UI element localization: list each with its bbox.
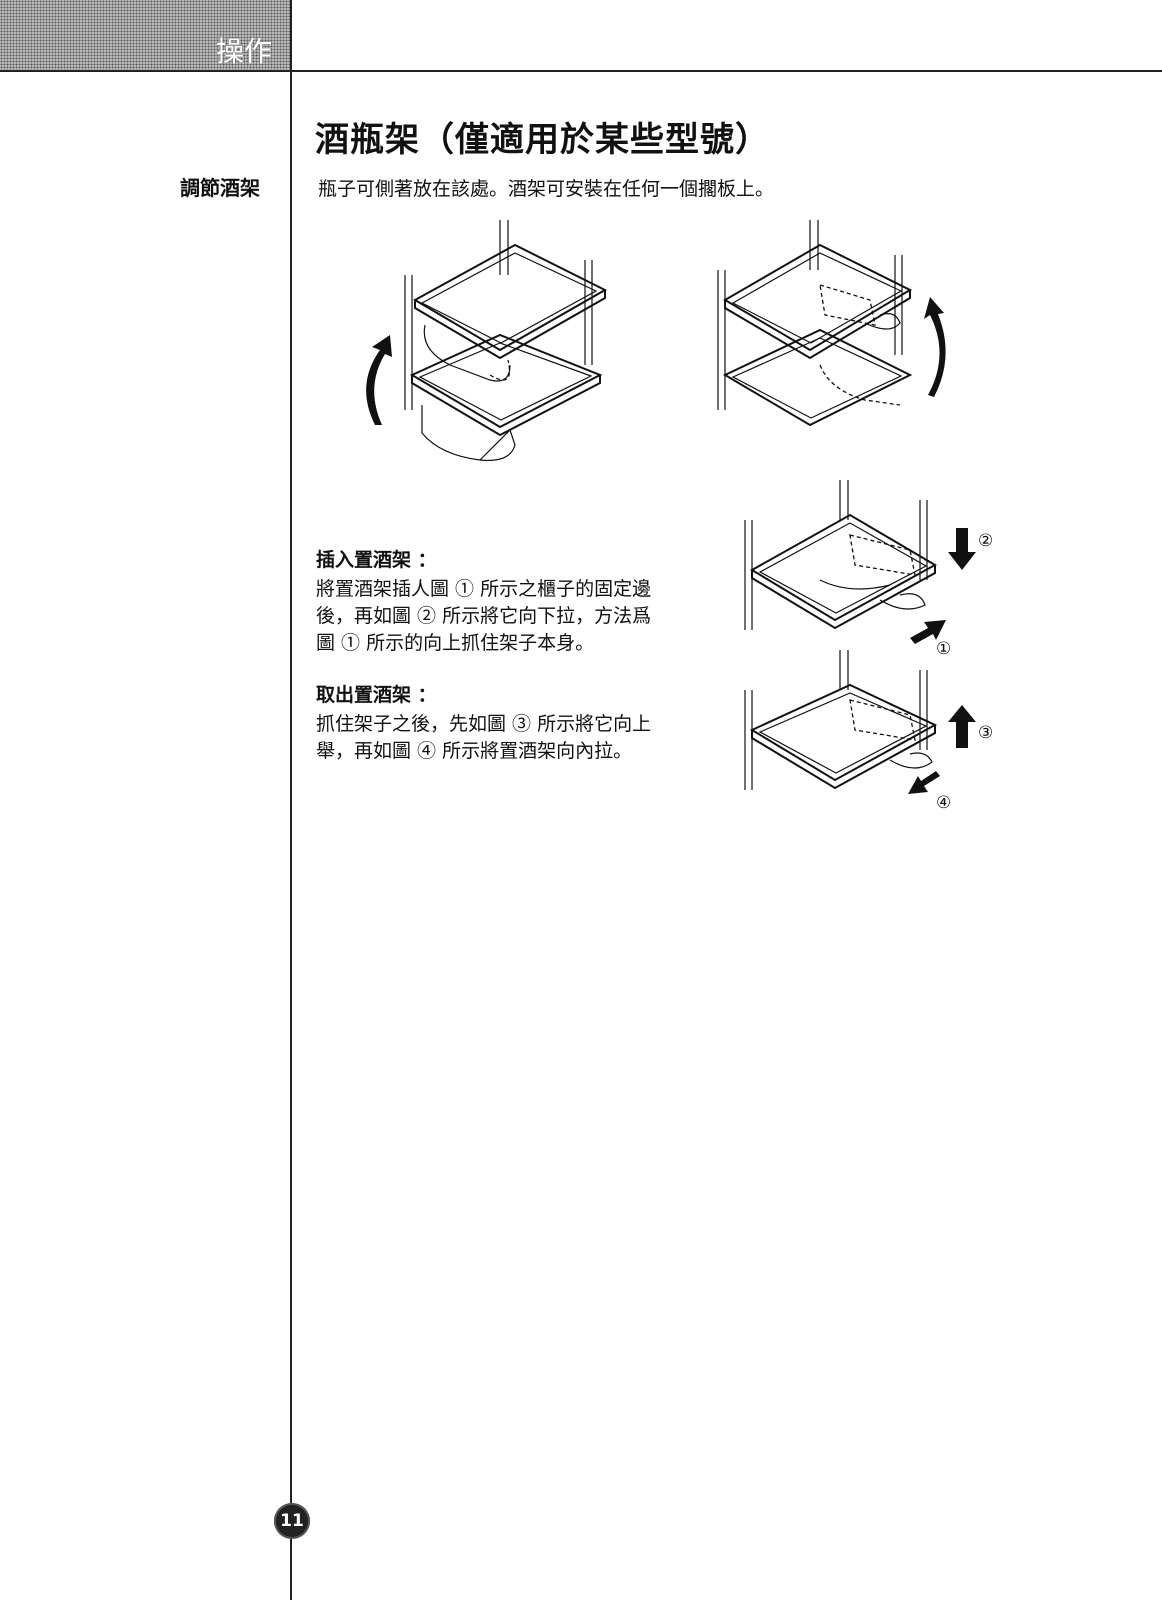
insert-text: 將置酒架插人圖 ① 所示之櫃子的固定邊 後，再如圖 ② 所示將它向下拉，方法爲 … — [316, 576, 696, 657]
section-label: 操作 — [215, 35, 272, 68]
step-label-1: ① — [936, 639, 951, 659]
remove-line: 舉，再如圖 ④ 所示將置酒架向內拉。 — [316, 740, 633, 762]
insert-line: 將置酒架插人圖 ① 所示之櫃子的固定邊 — [316, 578, 652, 600]
shelf-illustration-steps-1-2: ② ① — [744, 480, 993, 659]
margin-divider — [290, 0, 292, 1600]
page-number: 11 — [274, 1503, 310, 1539]
shelf-illustration-lift — [717, 220, 946, 427]
remove-line: 抓住架子之後，先如圖 ③ 所示將它向上 — [316, 713, 652, 735]
page-title: 酒瓶架（僅適用於某些型號） — [315, 120, 770, 160]
side-heading: 調節酒架 — [180, 176, 260, 200]
insert-line: 後，再如圖 ② 所示將它向下拉，方法爲 — [316, 605, 652, 627]
step-label-2: ② — [978, 531, 993, 551]
shelf-illustration-steps-3-4: ③ ④ — [744, 650, 993, 813]
remove-text: 抓住架子之後，先如圖 ③ 所示將它向上 舉，再如圖 ④ 所示將置酒架向內拉。 — [316, 711, 696, 765]
intro-text: 瓶子可側著放在該處。酒架可安裝在任何一個擱板上。 — [318, 178, 775, 200]
header-section-tab: 操作 — [0, 0, 292, 70]
insert-heading: 插入置酒架 ： — [316, 549, 437, 571]
insert-line: 圖 ① 所示的向上抓住架子本身。 — [316, 632, 595, 654]
step-label-3: ③ — [978, 723, 993, 743]
shelf-illustration-insert — [366, 220, 608, 462]
step-label-4: ④ — [936, 793, 951, 813]
remove-heading: 取出置酒架 ： — [316, 684, 437, 706]
header-divider — [0, 70, 1162, 72]
